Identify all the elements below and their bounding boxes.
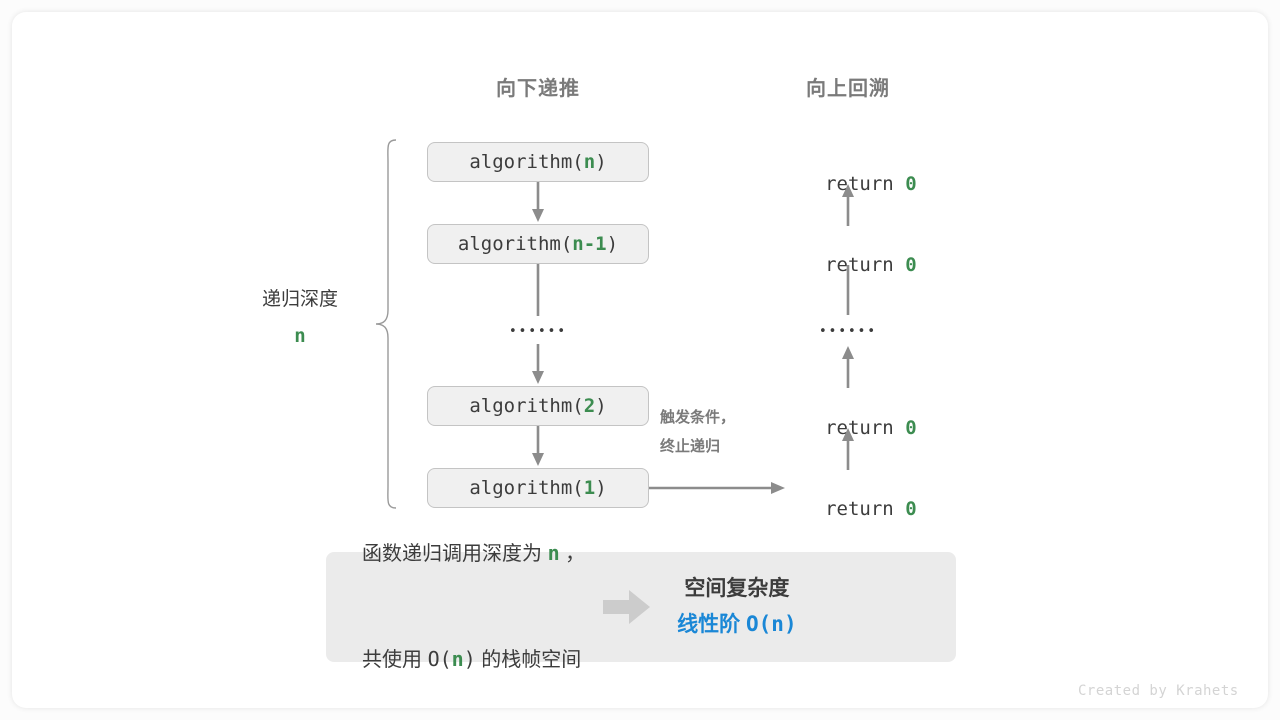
- complexity-title: 空间复杂度: [684, 576, 790, 600]
- complexity-value: 线性阶 O(n): [677, 607, 796, 643]
- summary-text: 函数递归调用深度为 n ， 共使用 O(n) 的栈帧空间: [326, 466, 585, 708]
- return-label-2-text: return: [825, 254, 906, 276]
- call-box-n-arg: n: [583, 151, 596, 173]
- summary-line-2-highlight: n: [451, 647, 464, 671]
- trigger-note: 触发条件， 终止递归: [660, 404, 735, 461]
- recursion-depth-text: 递归深度: [261, 289, 338, 310]
- complexity-value-label: 线性阶: [677, 612, 747, 636]
- return-label-3-text: return: [825, 417, 906, 439]
- return-label-4-value: 0: [905, 498, 917, 520]
- up-arrow-2: [846, 265, 850, 315]
- trigger-note-line1: 触发条件，: [660, 409, 736, 426]
- return-label-2-value: 0: [905, 254, 917, 276]
- call-box-1: algorithm(1): [427, 468, 649, 508]
- summary-line-2-close: ): [463, 647, 476, 671]
- column-header-descend: 向下递推: [496, 78, 580, 100]
- return-label-1-text: return: [825, 173, 906, 195]
- summary-line-2: 共使用 O(n) 的栈帧空间: [362, 642, 585, 678]
- up-arrow-1: [842, 184, 854, 226]
- return-label-4: return 0: [748, 476, 948, 542]
- summary-line-2-open: O(: [427, 647, 452, 671]
- down-arrow-1: [532, 182, 544, 222]
- complexity-value-notation: O(n): [746, 611, 797, 636]
- summary-line-2-b: 的栈帧空间: [475, 649, 582, 671]
- return-label-1: return 0: [748, 151, 948, 217]
- call-box-n-minus-1-suffix: ): [606, 233, 619, 255]
- return-label-3: return 0: [748, 395, 948, 461]
- call-box-n-minus-1: algorithm(n-1): [427, 224, 649, 264]
- up-arrow-3: [842, 346, 854, 388]
- summary-line-1-highlight: n: [547, 541, 560, 565]
- call-box-1-arg: 1: [583, 477, 596, 499]
- call-box-n: algorithm(n): [427, 142, 649, 182]
- diagram-card: 向下递推 向上回溯 递归深度 n algorithm(n) algorithm(…: [12, 12, 1268, 708]
- call-box-2-arg: 2: [583, 395, 596, 417]
- terminate-arrow: [649, 482, 785, 494]
- summary-line-1-a: 函数递归调用深度为: [362, 543, 548, 565]
- complexity-result: 空间复杂度 线性阶 O(n): [677, 572, 796, 642]
- call-box-1-suffix: ): [595, 477, 607, 499]
- recursion-depth-value: n: [294, 325, 306, 348]
- call-box-n-minus-1-arg: n-1: [572, 233, 607, 255]
- summary-panel: 函数递归调用深度为 n ， 共使用 O(n) 的栈帧空间 空间复杂度 线性阶 O…: [326, 541, 956, 671]
- down-arrow-4: [532, 426, 544, 466]
- recursion-depth-label: 递归深度 n: [220, 282, 380, 354]
- summary-line-1: 函数递归调用深度为 n ，: [362, 536, 585, 572]
- summary-line-1-b: ，: [559, 543, 586, 565]
- call-box-n-prefix: algorithm(: [469, 151, 584, 173]
- return-label-3-value: 0: [905, 417, 917, 439]
- return-label-2: return 0: [748, 232, 948, 298]
- call-box-n-suffix: ): [595, 151, 607, 173]
- call-box-2-prefix: algorithm(: [469, 395, 584, 417]
- return-label-1-value: 0: [905, 173, 917, 195]
- call-box-2-suffix: ): [595, 395, 607, 417]
- column-header-ascend: 向上回溯: [806, 78, 890, 100]
- depth-brace: [375, 139, 397, 509]
- trigger-note-line2: 终止递归: [660, 437, 721, 455]
- ellipsis-right: ••••••: [818, 324, 877, 339]
- down-arrow-3: [532, 344, 544, 384]
- call-box-1-prefix: algorithm(: [469, 477, 584, 499]
- up-arrow-4: [842, 428, 854, 470]
- credit-text: Created by Krahets: [1078, 683, 1239, 699]
- down-arrow-2: [536, 264, 540, 316]
- call-box-2: algorithm(2): [427, 386, 649, 426]
- ellipsis-left: ••••••: [508, 324, 567, 339]
- summary-line-2-a: 共使用: [362, 649, 428, 671]
- implies-arrow-icon: [603, 590, 651, 624]
- call-box-n-minus-1-prefix: algorithm(: [457, 233, 573, 255]
- return-label-4-text: return: [825, 498, 906, 520]
